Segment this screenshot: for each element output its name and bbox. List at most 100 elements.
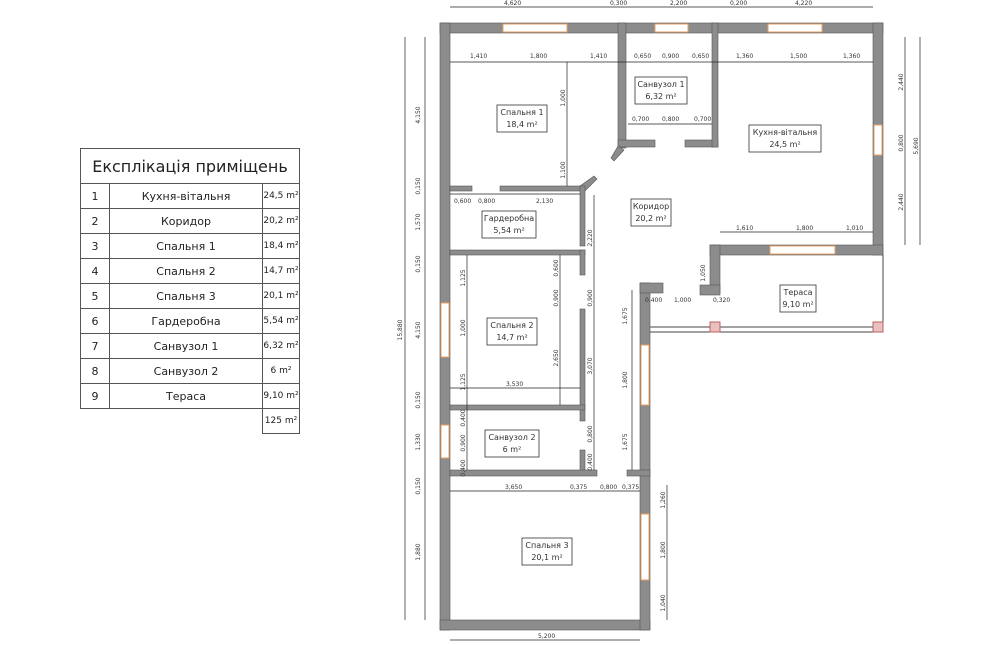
room-name: Спальня 1 (500, 108, 543, 117)
room-area: 20,2 m² (635, 214, 666, 223)
room-area: 20,1 m² (531, 553, 562, 562)
dimension-label: 1,260 (660, 491, 667, 508)
room-label: Спальня 320,1 m² (521, 537, 573, 566)
dimension-label: 0,700 (632, 116, 649, 123)
dimension-label: 0,900 (460, 434, 467, 451)
dimension-label: 1,570 (415, 213, 422, 230)
dimension-label: 1,100 (560, 161, 567, 178)
dimension-label: 0,900 (587, 289, 594, 306)
dimension-label: 1,000 (560, 89, 567, 106)
dimension-label: 0,600 (454, 198, 471, 205)
dimension-label: 1,040 (660, 594, 667, 611)
room-label: Коридор 20,2 m² (630, 198, 672, 227)
room-name: Спальня 2 (490, 321, 533, 330)
dimension-label: 0,600 (553, 259, 560, 276)
dimension-label: 4,220 (795, 0, 812, 7)
dimension-label: 2,440 (898, 73, 905, 90)
total-area: 125 m² (262, 408, 300, 434)
room-name: Санвузол 1 (637, 80, 684, 89)
dimension-label: 0,650 (692, 53, 709, 60)
dimension-label: 0,400 (645, 297, 662, 304)
dimension-label: 3,070 (587, 357, 594, 374)
room-name: Коридор (633, 202, 669, 211)
room-area: 5,54 m² (262, 308, 300, 334)
dimension-label: 0,900 (553, 289, 560, 306)
room-name: Коридор (109, 208, 263, 234)
dimension-label: 1,500 (790, 53, 807, 60)
room-label: Спальня 118,4 m² (496, 104, 548, 133)
room-area: 6,32 m² (645, 92, 676, 101)
dimension-label: 1,800 (796, 225, 813, 232)
dimension-label: 1,360 (736, 53, 753, 60)
dimension-label: 0,400 (587, 453, 594, 470)
windows (440, 23, 883, 581)
dimension-label: 1,675 (622, 433, 629, 450)
dimension-label: 1,050 (700, 264, 707, 281)
dimension-label: 0,200 (730, 0, 747, 7)
room-label: Спальня 2 14,7 m² (486, 317, 538, 346)
dimension-label: 0,800 (600, 484, 617, 491)
room-label: Санвузол 2 6 m² (484, 429, 540, 458)
dimension-label: 1,000 (460, 319, 467, 336)
dimension-label: 1,800 (530, 53, 547, 60)
terrace-post (872, 321, 884, 333)
dimension-label: 0,150 (415, 177, 422, 194)
room-area: 6 m² (503, 445, 522, 454)
dimension-label: 2,440 (898, 193, 905, 210)
dimension-label: 0,800 (478, 198, 495, 205)
room-name: Кухня-вітальня (753, 128, 818, 137)
dimension-label: 1,800 (660, 541, 667, 558)
dimension-label: 0,700 (694, 116, 711, 123)
dimension-label: 15,880 (397, 319, 404, 340)
room-name: Гардеробна (484, 214, 534, 223)
room-area: 5,54 m² (493, 226, 524, 235)
room-area: 14,7 m² (496, 333, 527, 342)
dimension-label: 1,330 (415, 433, 422, 450)
row-number: 3 (80, 233, 110, 259)
dimension-label: 0,300 (610, 0, 627, 7)
dimension-label: 4,150 (415, 106, 422, 123)
room-area: 14,7 m² (262, 258, 300, 284)
dimension-label: 0,150 (415, 477, 422, 494)
dimension-label: 4,620 (504, 0, 521, 7)
explication-title: Експлікація приміщень (80, 148, 300, 184)
dimension-label: 0,375 (622, 484, 639, 491)
dimension-label: 4,150 (415, 321, 422, 338)
dimension-label: 1,010 (846, 225, 863, 232)
room-area: 9,10 m² (782, 300, 813, 309)
dimension-label: 0,800 (587, 425, 594, 442)
room-area: 24,5 m² (769, 140, 800, 149)
dimension-label: 2,130 (536, 198, 553, 205)
row-number: 1 (80, 183, 110, 209)
dimension-label: 1,000 (674, 297, 691, 304)
dimension-label: 0,800 (662, 116, 679, 123)
row-number: 8 (80, 358, 110, 384)
terrace-post (709, 321, 721, 333)
room-labels: Спальня 118,4 m² Санвузол 1 6,32 m² Кухня-в… (481, 76, 822, 566)
room-label: Кухня-вітальня 24,5 m² (748, 124, 822, 153)
room-name: Санвузол 2 (109, 358, 263, 384)
room-name: Спальня 3 (109, 283, 263, 309)
row-number: 7 (80, 333, 110, 359)
room-area: 9,10 m² (262, 383, 300, 409)
dimension-label: 0,400 (460, 459, 467, 476)
room-area: 20,1 m² (262, 283, 300, 309)
dimension-label: 0,650 (634, 53, 651, 60)
dimension-label: 1,610 (736, 225, 753, 232)
terrace-outline (650, 255, 884, 333)
dimension-label: 3,650 (505, 484, 522, 491)
room-label: Гардеробна 5,54 m² (481, 210, 537, 239)
dimension-label: 0,400 (460, 409, 467, 426)
room-name: Спальня 1 (109, 233, 263, 259)
dimension-label: 0,375 (570, 484, 587, 491)
room-name: Санвузол 2 (488, 433, 535, 442)
dimension-lines (404, 6, 921, 641)
